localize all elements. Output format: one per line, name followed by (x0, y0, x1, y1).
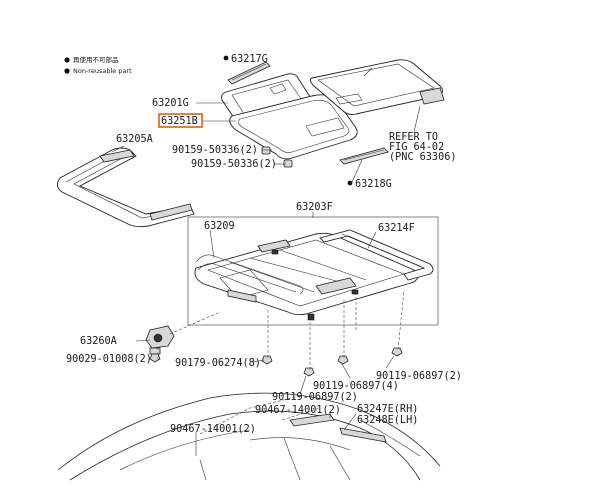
label-90159-b: 90159-50336(2) (191, 159, 277, 170)
legend-jp: 再使用不可部品 (73, 55, 119, 64)
label-63205A: 63205A (116, 134, 153, 145)
legend-en: Non-reusable part (73, 67, 132, 75)
clip-drawing (261, 146, 293, 168)
label-90467-a: 90467-14001(2) (255, 405, 341, 416)
screw-drawings (149, 347, 403, 377)
label-90467-b: 90467-14001(2) (170, 424, 256, 435)
leader-lines (111, 67, 421, 456)
drain-frame-63205A-drawing (57, 147, 195, 228)
refer-line-3: (PNC 63306) (389, 152, 456, 163)
non-reusable-bullet-icon (223, 55, 229, 61)
label-63201G: 63201G (152, 98, 189, 109)
label-63203F: 63203F (296, 202, 333, 213)
label-90179: 90179-06274(8) (175, 358, 261, 369)
label-63214F: 63214F (378, 223, 415, 234)
label-63248E: 63248E(LH) (357, 415, 418, 426)
refer-line-2: FIG 64-02 (389, 142, 444, 153)
label-63260A: 63260A (80, 336, 117, 347)
motor-drawing (145, 325, 175, 355)
car-body-drawing (57, 392, 441, 481)
label-63251B: 63251B (161, 116, 198, 127)
non-reusable-bullet-icon (347, 180, 353, 186)
label-63217G: 63217G (231, 54, 268, 65)
non-reusable-bullet-icon (64, 68, 70, 74)
non-reusable-bullet-icon (64, 57, 70, 63)
refer-line-1: REFER TO (389, 132, 438, 143)
label-90119-b: 90119-06897(4) (313, 381, 399, 392)
label-63209: 63209 (204, 221, 235, 232)
trim-strip-63217G-drawing (227, 61, 271, 85)
label-90159-a: 90159-50336(2) (172, 145, 258, 156)
label-63247E: 63247E(RH) (357, 404, 418, 415)
label-90119-a: 90119-06897(2) (272, 392, 358, 403)
sunshade-drawing (309, 59, 445, 115)
label-90029: 90029-01008(2) (66, 354, 152, 365)
label-63218G: 63218G (355, 179, 392, 190)
sunroof-housing-drawing (194, 229, 434, 321)
highlight-box-63251B (158, 113, 203, 128)
label-90119-c: 90119-06897(2) (376, 371, 462, 382)
trim-strip-63218G-drawing (339, 147, 389, 165)
